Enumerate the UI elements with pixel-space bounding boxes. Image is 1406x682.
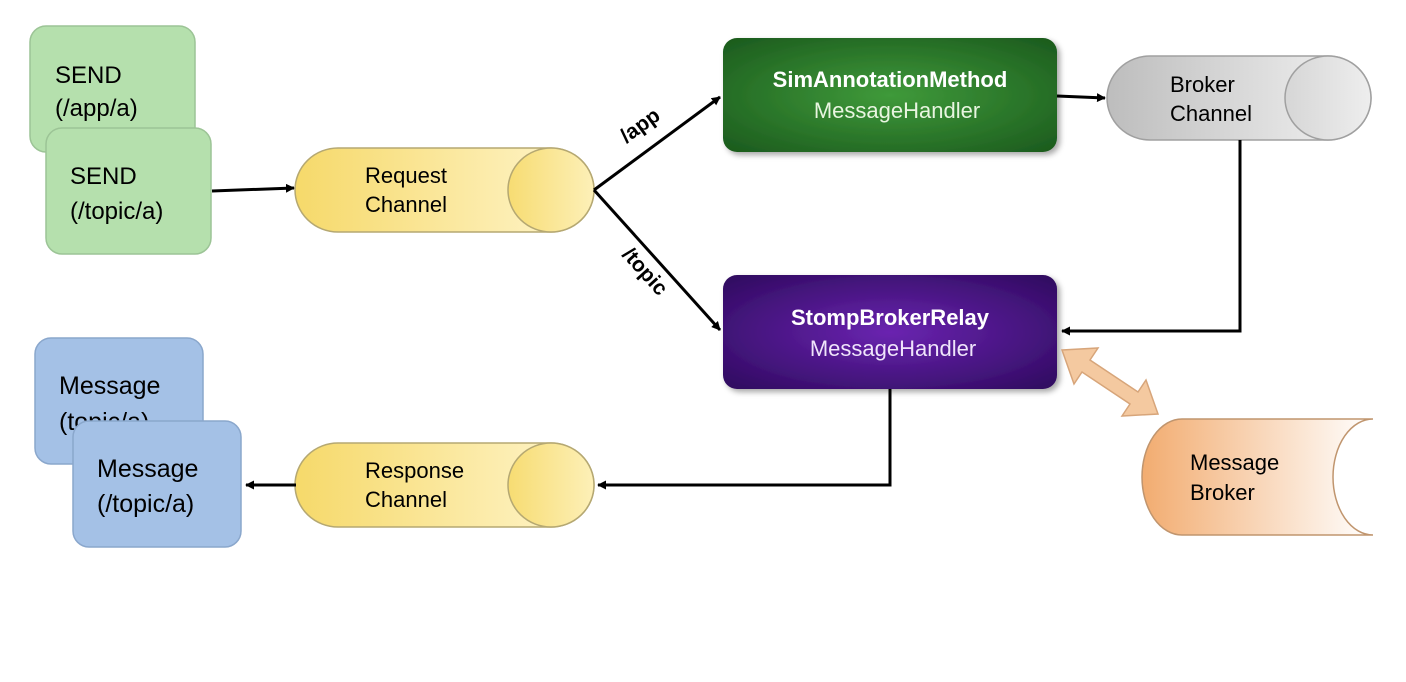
request-channel-line2: Channel [365, 192, 447, 217]
broker-channel-line2: Channel [1170, 101, 1252, 126]
response-channel-line2: Channel [365, 487, 447, 512]
send-app-card: SEND (/app/a) [29, 25, 196, 153]
send-topic-card: SEND (/topic/a) [45, 127, 212, 255]
app-edge-label: /app [616, 104, 664, 148]
send-to-request-arrow [211, 183, 295, 193]
message-front-card: Message (/topic/a) [72, 420, 242, 548]
request-channel-line1: Request [365, 163, 447, 188]
message-broker-line1: Message [1190, 450, 1279, 475]
relay-handler-subtitle: MessageHandler [810, 336, 976, 361]
relay-to-response-arrow [597, 389, 892, 490]
topic-route-arrow [592, 188, 722, 332]
send-app-line2: (/app/a) [55, 95, 138, 122]
sim-handler-title: SimAnnotationMethod [773, 67, 1008, 92]
message-front-line1: Message [97, 455, 198, 483]
broker-channel-cylinder: Broker Channel [1106, 55, 1372, 141]
broker-channel-to-relay-arrow [1061, 140, 1242, 336]
message-back-line1: Message [59, 372, 160, 400]
app-route-arrow [593, 95, 721, 192]
message-broker-storage: Message Broker [1141, 418, 1374, 536]
sim-annotation-handler-box: SimAnnotationMethod MessageHandler [723, 38, 1057, 152]
broker-channel-line1: Broker [1170, 72, 1235, 97]
relay-handler-title: StompBrokerRelay [791, 305, 990, 330]
message-broker-line2: Broker [1190, 480, 1255, 505]
request-channel-cylinder: Request Channel [294, 147, 595, 233]
sim-handler-subtitle: MessageHandler [814, 98, 980, 123]
send-topic-line2: (/topic/a) [70, 198, 163, 225]
response-channel-cylinder: Response Channel [294, 442, 595, 528]
response-channel-line1: Response [365, 458, 464, 483]
send-topic-line1: SEND [70, 163, 137, 190]
message-front-line2: (/topic/a) [97, 490, 194, 518]
stomp-broker-relay-handler-box: StompBrokerRelay MessageHandler [723, 275, 1057, 389]
sim-to-broker-channel-arrow [1056, 93, 1106, 103]
topic-edge-label: /topic [618, 243, 673, 300]
send-app-line1: SEND [55, 62, 122, 89]
relay-broker-bidirectional-arrow [1060, 347, 1160, 417]
